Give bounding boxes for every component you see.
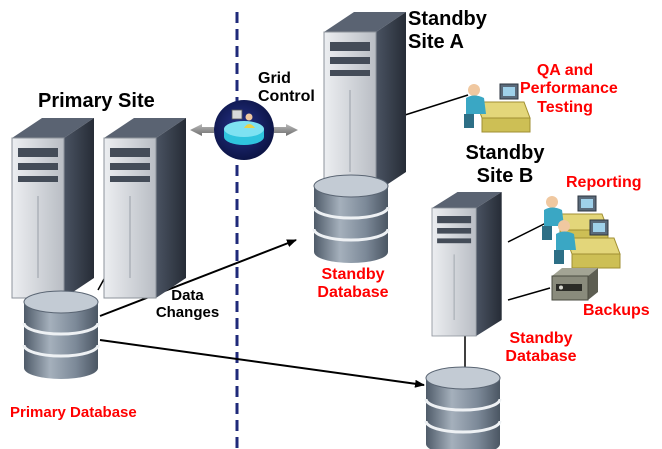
qa-performance-testing-label: QA and Performance Testing — [520, 62, 618, 117]
redo-arrow-to-site-b — [99, 339, 425, 388]
database-icon — [22, 289, 100, 381]
server-icon — [323, 11, 407, 193]
data-changes-label: Data Changes — [150, 287, 225, 322]
qa-label-line: Testing — [537, 98, 593, 116]
standby-database-b-label: Standby Database — [496, 330, 586, 367]
backups-link — [507, 287, 551, 301]
data-changes-label-line: Changes — [155, 304, 220, 322]
standby-site-b-label-line: Site B — [476, 165, 534, 187]
data-changes-label-line: Data — [171, 287, 204, 304]
grid-control-label-line: Control — [258, 88, 315, 106]
standby-site-a-label: Standby Site A — [408, 8, 487, 54]
standby-database-b-label-line: Standby — [509, 330, 573, 347]
tape-drive-icon — [551, 267, 599, 301]
backups-label: Backups — [583, 302, 650, 319]
grid-control-icon — [190, 100, 298, 160]
standby-database-a-label-line: Database — [317, 284, 389, 302]
primary-site-label: Primary Site — [38, 90, 155, 112]
standby-site-a-label-line: Standby — [408, 8, 487, 30]
redo-arrow-to-site-a — [99, 239, 297, 317]
database-icon — [312, 173, 390, 265]
standby-database-a-label-line: Standby — [321, 266, 385, 283]
reporting-link — [507, 221, 549, 243]
standby-site-b-label: Standby Site B — [450, 142, 560, 188]
reporting-label: Reporting — [566, 174, 642, 191]
qa-label-line: QA and — [536, 62, 594, 79]
grid-control-label-line: Grid — [258, 70, 291, 87]
grid-control-label: Grid Control — [258, 70, 315, 107]
server-icon — [103, 117, 187, 299]
standby-database-b-label-line: Database — [505, 348, 577, 366]
server-icon — [11, 117, 95, 299]
primary-database-label: Primary Database — [10, 404, 137, 421]
qa-link — [404, 94, 469, 116]
qa-label-line: Performance — [520, 80, 618, 98]
standby-database-a-label: Standby Database — [308, 266, 398, 303]
server-icon — [431, 191, 503, 337]
database-icon — [424, 365, 502, 449]
standby-site-a-label-line: Site A — [408, 31, 464, 53]
standby-site-b-label-line: Standby — [465, 142, 545, 164]
